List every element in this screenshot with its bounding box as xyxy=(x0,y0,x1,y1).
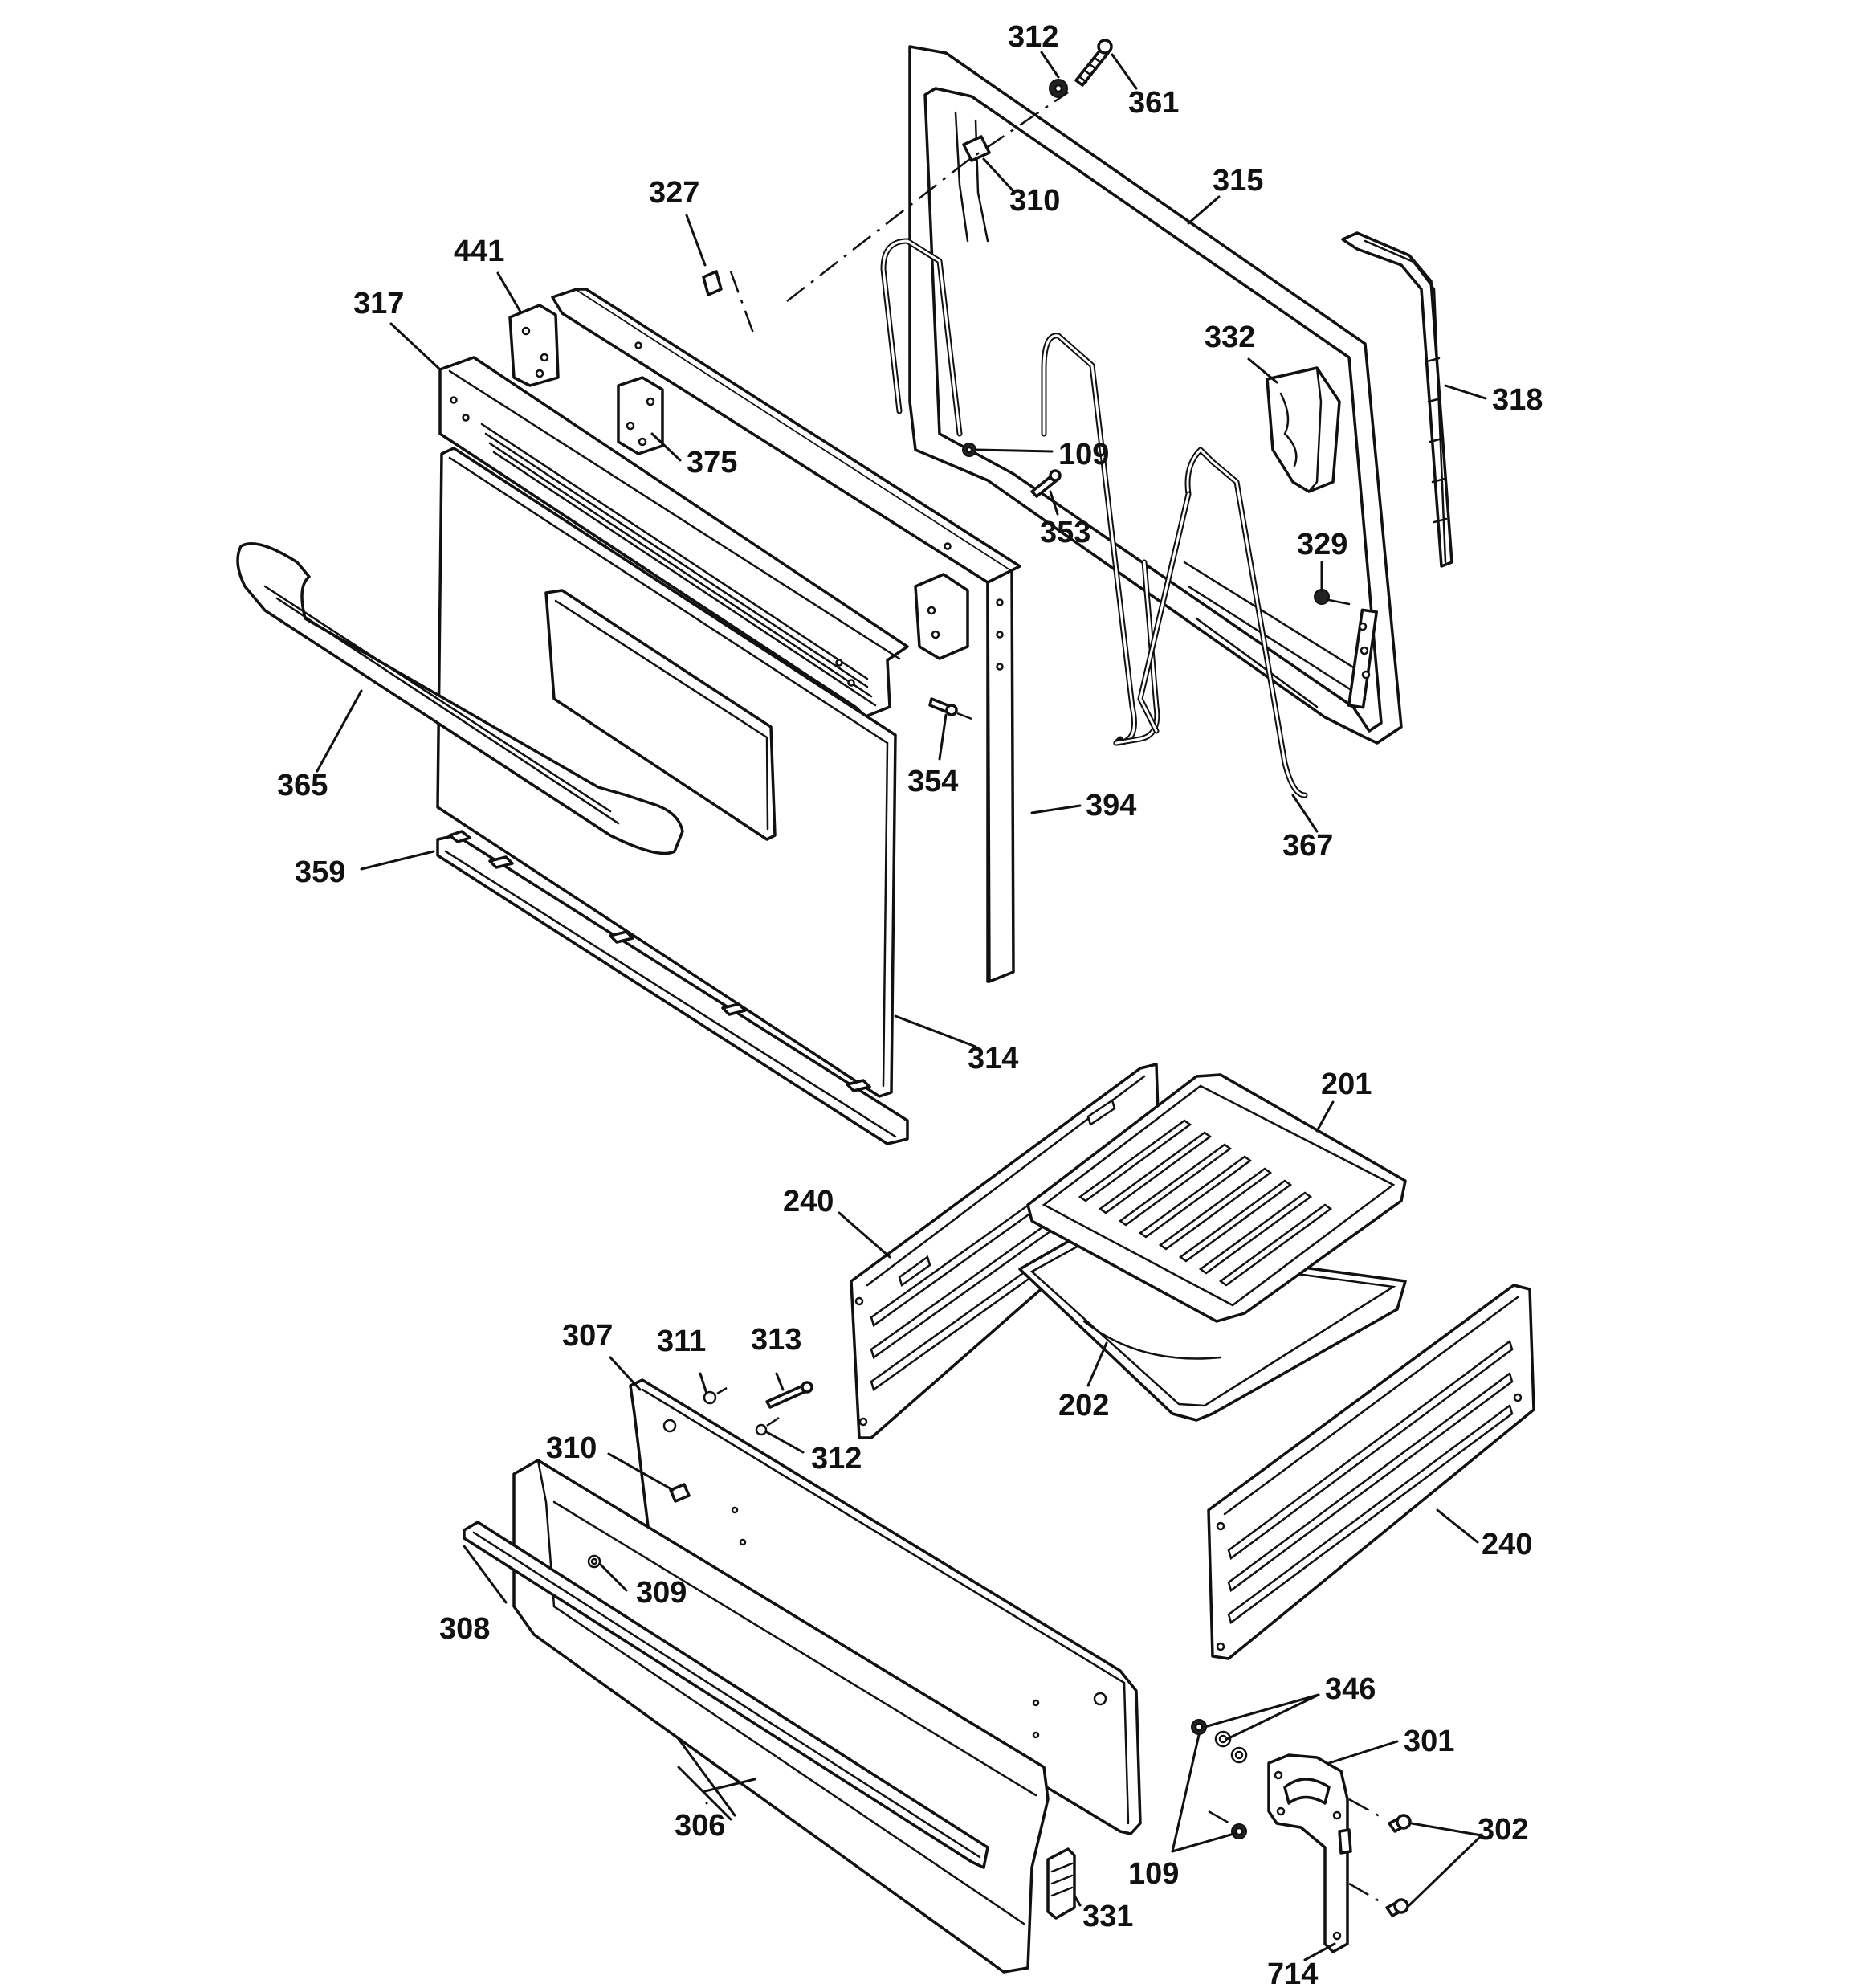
grid-slots xyxy=(1078,1119,1333,1287)
screw-353 xyxy=(1030,469,1062,498)
label-327: 327 xyxy=(649,176,699,210)
label-313: 313 xyxy=(751,1323,801,1357)
leader-lines xyxy=(316,51,1487,1961)
washers-nuts xyxy=(1191,1719,1248,1839)
label-302: 302 xyxy=(1478,1813,1528,1847)
hinge-bracket-right xyxy=(914,573,969,660)
label-308: 308 xyxy=(439,1612,490,1646)
nut xyxy=(1049,79,1068,98)
label-314: 314 xyxy=(968,1042,1018,1076)
label-240-left: 240 xyxy=(783,1185,834,1219)
door-clip-small xyxy=(702,270,756,338)
rack-support-right xyxy=(1207,1284,1535,1660)
hinge-bracket-441 xyxy=(508,304,560,387)
screws-302 xyxy=(1348,1798,1412,1917)
label-202: 202 xyxy=(1058,1389,1109,1423)
label-714: 714 xyxy=(1267,1957,1318,1988)
label-329: 329 xyxy=(1297,528,1347,561)
label-394: 394 xyxy=(1086,789,1136,823)
door-bottom-trim xyxy=(436,830,909,1145)
label-307: 307 xyxy=(562,1319,613,1353)
drawer-handle xyxy=(463,1521,989,1869)
door-side-frame xyxy=(551,288,1021,983)
label-312-top: 312 xyxy=(1008,20,1058,54)
label-315: 315 xyxy=(1213,164,1263,198)
label-109-bottom: 109 xyxy=(1128,1857,1179,1891)
part-labels: 312 361 310 315 327 441 317 332 318 375 … xyxy=(277,20,1543,1988)
label-353: 353 xyxy=(1040,516,1090,549)
broiler-pan xyxy=(1018,1235,1407,1422)
label-301: 301 xyxy=(1404,1725,1454,1758)
label-109-top: 109 xyxy=(1058,438,1109,471)
label-201: 201 xyxy=(1321,1067,1372,1101)
door-glass-panel xyxy=(436,447,897,1098)
label-240-right: 240 xyxy=(1482,1528,1532,1561)
nut-109 xyxy=(962,443,976,457)
door-handle xyxy=(236,542,684,855)
label-311: 311 xyxy=(657,1325,706,1358)
bracket-375 xyxy=(617,376,664,455)
door-gasket xyxy=(1341,231,1453,568)
door-top-vent-trim xyxy=(438,356,909,718)
label-346: 346 xyxy=(1325,1672,1376,1706)
label-354: 354 xyxy=(907,765,958,798)
screw-354 xyxy=(928,697,972,720)
label-331: 331 xyxy=(1082,1900,1133,1933)
label-365: 365 xyxy=(277,769,328,802)
label-306: 306 xyxy=(675,1809,725,1843)
label-359: 359 xyxy=(295,855,345,889)
drawer-slide-bracket xyxy=(1267,1753,1352,1953)
drawer-hardware xyxy=(669,1381,813,1503)
drawer-back-panel xyxy=(629,1378,1142,1835)
broiler-pan-grid xyxy=(1026,1073,1407,1323)
label-312-bottom: 312 xyxy=(811,1442,862,1476)
label-310-bottom: 310 xyxy=(546,1431,597,1465)
label-375: 375 xyxy=(687,446,737,480)
label-318: 318 xyxy=(1492,383,1543,417)
label-309: 309 xyxy=(636,1576,687,1610)
label-361: 361 xyxy=(1128,86,1179,120)
label-441: 441 xyxy=(454,235,504,268)
label-367: 367 xyxy=(1282,829,1333,863)
label-317: 317 xyxy=(353,287,404,320)
screw xyxy=(1074,39,1113,87)
label-332: 332 xyxy=(1205,320,1255,354)
label-310-top: 310 xyxy=(1009,184,1060,218)
drawer-side-bracket xyxy=(1046,1847,1076,1920)
door-wire-springs xyxy=(880,238,1308,798)
door-insulation xyxy=(1266,366,1341,493)
door-clip xyxy=(962,135,991,162)
